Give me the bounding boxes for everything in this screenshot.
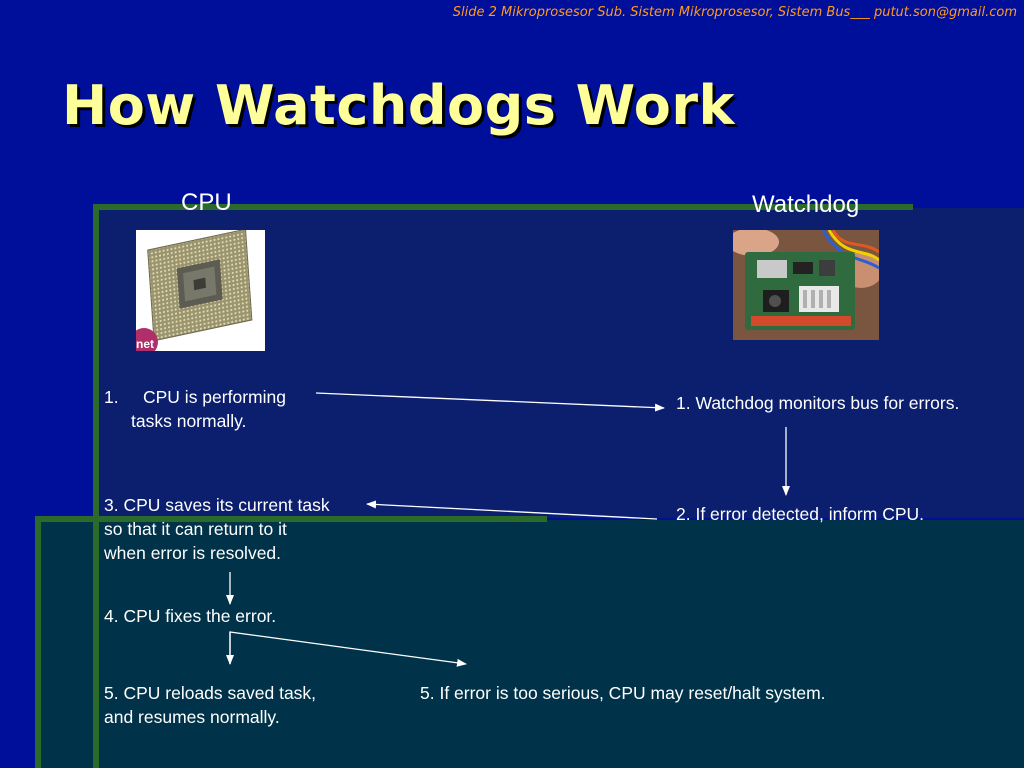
cpu-step-5: 5. CPU reloads saved task, and resumes n… [104,681,316,729]
cpu-step-5-line2: and resumes normally. [104,707,280,727]
cpu-step-1: 1. CPU is performing tasks normally. [104,385,286,433]
watchdog-step-2: 2. If error detected, inform CPU. [676,504,925,524]
slide-header: Slide 2 Mikroprosesor Sub. Sistem Mikrop… [452,5,1017,20]
watchdog-image [733,230,879,340]
cpu-step-1-line2: tasks normally. [131,411,247,431]
cpu-step-4: 4. CPU fixes the error. [104,606,277,626]
image-brand-mark: net [136,337,154,351]
slide-title: How Watchdogs Work [62,74,735,137]
cpu-step-1-number: 1. [104,387,119,407]
cpu-step-5-alternative: 5. If error is too serious, CPU may rese… [420,683,826,703]
watchdog-column-label: Watchdog [752,191,860,218]
cpu-step-3-line1: 3. CPU saves its current task [104,495,330,515]
accent-bar-top-vertical [93,204,99,768]
arrow-fix-to-serious [229,631,467,667]
accent-bar-bottom-horizontal [35,516,547,522]
arrow-cpu-to-watchdog [315,392,665,412]
cpu-step-3-line3: when error is resolved. [104,543,282,563]
cpu-step-5-line1: 5. CPU reloads saved task, [104,683,317,703]
cpu-step-3: 3. CPU saves its current task so that it… [104,493,330,565]
cpu-step-1-line1: CPU is performing [143,387,286,407]
cpu-step-3-line2: so that it can return to it [104,519,287,539]
accent-bar-top-horizontal [93,204,913,210]
cpu-column-label: CPU [181,189,232,216]
cpu-image: net [136,230,265,351]
watchdog-step-1: 1. Watchdog monitors bus for errors. [676,393,960,413]
lower-content-panel [40,520,1024,768]
arrow-watchdog-inform-cpu [366,500,658,520]
accent-bar-bottom-vertical [35,516,41,768]
